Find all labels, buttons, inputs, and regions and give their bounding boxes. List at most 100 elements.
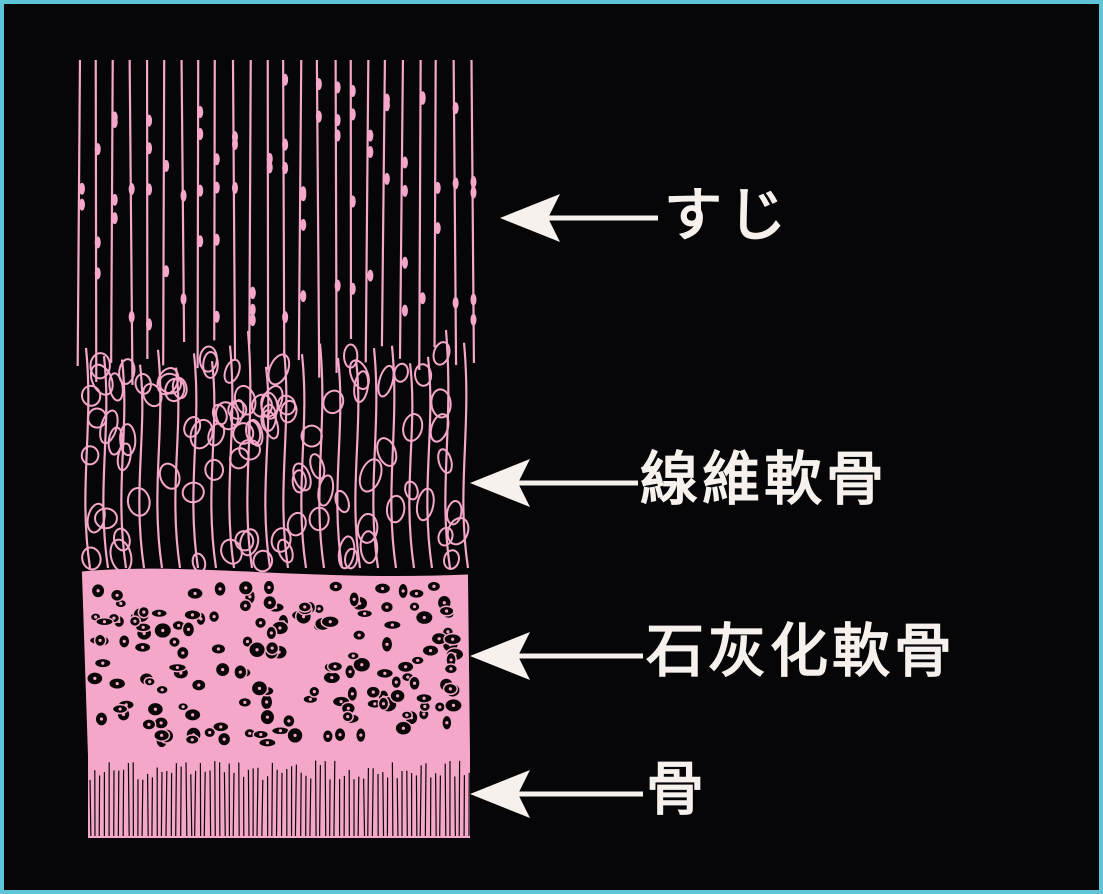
tendon-label: すじ [664,186,792,244]
calcified-cartilage-layer-mark [123,640,126,643]
calcified-cartilage-layer-mark [438,705,441,708]
calcified-cartilage-layer-mark [449,687,452,690]
tendon-fiber-layer-mark [79,183,85,195]
tendon-fiber-layer-mark [232,182,238,194]
tendon-fiber-layer-mark [300,189,306,201]
fibrocartilage-layer-mark [393,362,410,383]
tendon-fiber-layer-mark [470,187,476,199]
tendon-fiber-layer-mark [249,60,250,345]
tendon-fiber-layer-mark [233,60,235,360]
tendon-fiber-layer-mark [453,297,459,309]
calcified-cartilage-layer-mark [452,704,455,707]
calcified-cartilage-layer-mark [158,612,161,615]
tendon-fiber-layer-mark [350,85,356,97]
fibrocartilage-layer-mark [204,459,224,481]
calcified-cartilage-layer-mark [446,630,449,633]
calcified-cartilage-layer-mark [259,621,262,624]
calcified-cartilage-layer-mark [395,681,398,684]
fibrocartilage-layer-mark [108,372,125,401]
fibrocartilage-layer-mark [103,356,108,568]
fibrocartilage-arrow-icon [470,459,638,507]
tendon-fiber-layer [78,60,477,385]
tendon-fiber-layer-mark [250,287,256,299]
calcified-cartilage-layer-mark [358,633,361,636]
tendon-fiber-layer-mark [350,108,356,120]
tendon-fiber-layer-mark [112,194,118,206]
fibrocartilage-layer-mark [85,348,90,568]
fibrocartilage-layer-mark [337,358,342,568]
bone-layer-mark [88,753,470,838]
calcified-cartilage-layer-mark [416,659,419,662]
fibrocartilage-layer-mark [211,361,216,568]
tendon-fiber-layer-mark [146,318,152,330]
fibrocartilage-label: 線維軟骨 [640,450,888,508]
tendon-fiber-layer-mark [181,293,187,305]
calcified-cartilage-layer-mark [445,721,448,724]
fibrocartilage-layer-mark [81,445,99,465]
tendon-fiber-layer-mark [214,234,220,246]
tendon-fiber-layer-mark [435,182,441,194]
calcified-cartilage-layer-mark [402,727,405,730]
tendon-fiber-layer-mark [111,60,113,363]
tendon-fiber-layer-mark [384,99,390,111]
calcified-cartilage-layer-mark [99,639,102,642]
fibrocartilage-layer-mark [156,461,182,492]
fibrocartilage-layer-mark [80,384,101,407]
fibrocartilage-layer-mark [333,489,352,514]
tendon-fiber-layer-mark [146,115,152,127]
fibrocartilage-layer-mark [386,495,406,523]
calcified-cartilage-layer-mark [213,615,216,618]
tendon-fiber-layer-mark [197,185,203,197]
fibrocartilage-layer-mark [260,409,281,440]
tendon-fiber-layer-mark [384,173,390,185]
calcified-cartilage-layer-mark [217,647,220,650]
tendon-fiber-layer-mark [146,183,152,195]
calcified-cartilage-layer-mark [248,732,251,735]
calcified-cartilage-layer-mark [381,587,384,590]
fibrocartilage-layer-mark [252,549,274,572]
bone-layer-mark [224,772,225,836]
bone-layer-mark [210,771,211,836]
fibrocartilage-layer-mark [445,500,463,526]
tendon-fiber-layer-mark [214,311,220,323]
calcified-cartilage-layer-mark [352,654,355,657]
calcified-cartilage-layer-mark [133,620,136,623]
bone-arrow-icon [470,770,643,818]
tendon-fiber-layer-mark [282,139,288,151]
tendon-fiber-layer-mark [316,78,322,90]
tendon-fiber-layer-mark [350,196,356,208]
calcified-cartilage-layer [82,571,470,756]
bone-layer-mark [142,780,143,836]
calcified-cartilage-layer-mark [255,648,258,651]
tendon-fiber-layer-mark [420,292,426,304]
calcified-cartilage-layer-mark [258,687,261,690]
calcified-cartilage-layer-mark [333,665,336,668]
fibrocartilage-layer-mark [352,370,370,403]
calcified-cartilage-layer-mark [93,677,96,680]
fibrocartilage-layer-mark [403,480,420,501]
tendon-fiber-layer-mark [453,102,459,114]
calcified-cartilage-layer-mark [208,731,211,734]
tendon-fiber-layer-mark [300,290,306,302]
calcified-cartilage-layer-mark [405,713,408,716]
tendon-fiber-layer-mark [367,146,373,158]
tendon-fiber-layer-mark [453,177,459,189]
fibrocartilage-layer-mark [95,508,117,528]
calcified-cartilage-layer-mark [340,700,343,703]
calcified-cartilage-layer-mark [147,723,150,726]
calcified-cartilage-layer-mark [219,725,222,728]
tendon-fiber-layer-mark [435,222,441,234]
calcified-cartilage-layer-mark [309,698,312,701]
tendon-fiber-layer-mark [470,176,476,188]
calcified-cartilage-layer-mark [187,628,190,631]
tendon-fiber-layer-mark [112,116,118,128]
calcified-cartilage-layer-mark [338,733,341,736]
tendon-fiber-layer-mark [419,60,420,370]
calcified-cartilage-layer-mark [382,702,385,705]
tendon-fiber-layer-mark [95,267,101,279]
calcified-cartilage-layer-mark [182,705,185,708]
tendon-fiber-layer-mark [402,305,408,317]
calcified-cartilage-layer-mark [112,617,115,620]
tendon-fiber-layer-mark [402,257,408,269]
bone-label: 骨 [646,760,704,818]
